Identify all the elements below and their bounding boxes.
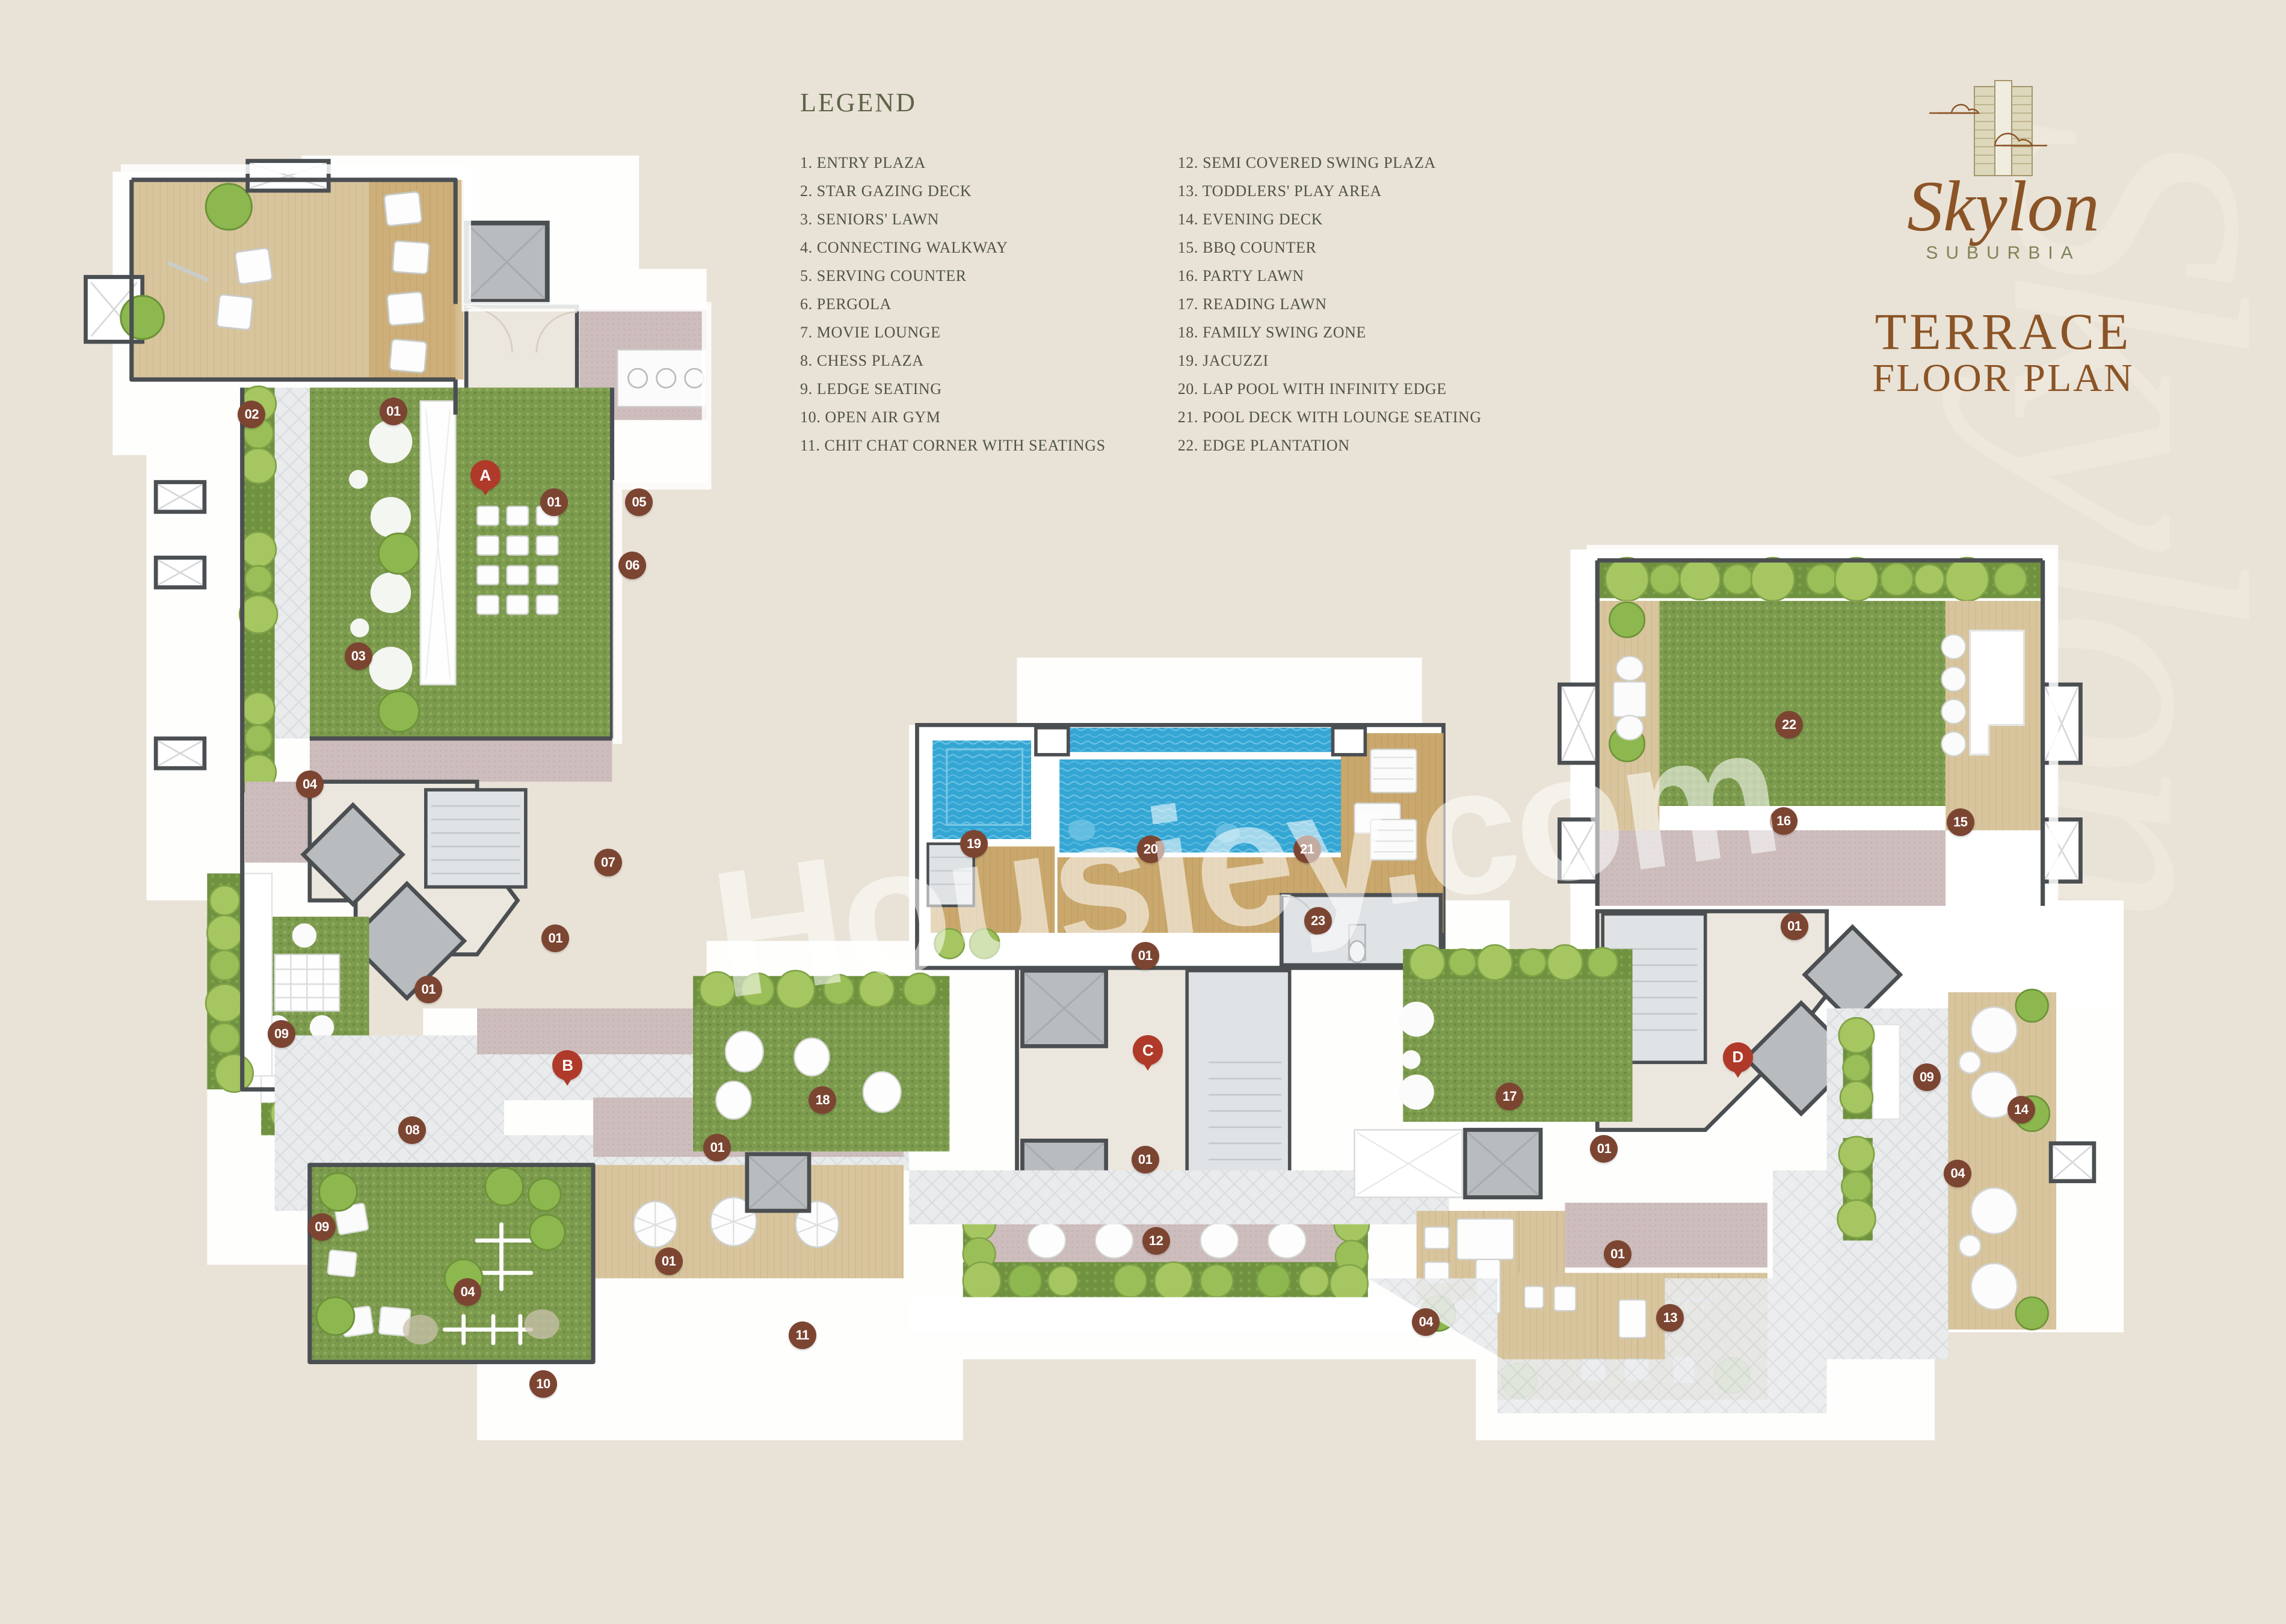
plan-title-line1: TERRACE xyxy=(1875,303,2132,360)
legend-title: LEGEND xyxy=(800,88,917,117)
plan-number-marker: 01 xyxy=(1131,942,1159,970)
legend-item: 14. EVENING DECK xyxy=(1177,211,1323,228)
legend-item: 19. JACUZZI xyxy=(1177,352,1269,369)
plan-number-marker: 16 xyxy=(1769,807,1798,835)
legend-item: 10. OPEN AIR GYM xyxy=(800,408,941,426)
legend-item: 1. ENTRY PLAZA xyxy=(800,154,926,171)
plan-number-marker: 01 xyxy=(541,924,570,952)
brand-subtitle: SUBURBIA xyxy=(1926,243,2081,263)
plan-number-marker: 22 xyxy=(1775,711,1803,739)
plan-number-marker: 19 xyxy=(960,829,988,858)
legend-item: 5. SERVING COUNTER xyxy=(800,267,967,285)
plan-number-marker: 09 xyxy=(308,1213,336,1241)
plan-number-marker: 01 xyxy=(379,398,407,426)
legend-item: 6. PERGOLA xyxy=(800,295,892,313)
plan-number-marker: 02 xyxy=(238,400,266,428)
legend-item: 17. READING LAWN xyxy=(1177,295,1327,313)
plan-number-marker: 01 xyxy=(414,976,443,1004)
plan-number-marker: 01 xyxy=(703,1133,732,1161)
plan-entrance-marker: A xyxy=(470,460,501,490)
plan-entrance-marker: D xyxy=(1722,1042,1753,1072)
plan-number-marker: 14 xyxy=(2007,1096,2035,1124)
plan-number-marker: 04 xyxy=(1412,1308,1440,1336)
legend-item: 15. BBQ COUNTER xyxy=(1177,239,1317,256)
legend-column-right: 12. SEMI COVERED SWING PLAZA 13. TODDLER… xyxy=(1178,154,1482,455)
legend-item: 16. PARTY LAWN xyxy=(1177,267,1304,285)
plan-number-marker: 07 xyxy=(594,849,622,877)
plan-number-marker: 01 xyxy=(540,488,568,516)
plan-number-marker: 01 xyxy=(1780,912,1808,940)
plan-number-marker: 09 xyxy=(1912,1063,1941,1092)
plan-number-marker: 04 xyxy=(295,770,324,799)
plan-number-marker: 01 xyxy=(1131,1146,1159,1174)
plan-entrance-marker: C xyxy=(1133,1035,1163,1066)
plan-number-marker: 12 xyxy=(1142,1226,1170,1255)
plan-number-marker: 04 xyxy=(1944,1159,1972,1187)
plan-entrance-marker: B xyxy=(552,1050,583,1081)
plan-number-marker: 20 xyxy=(1136,835,1165,863)
legend-item: 4. CONNECTING WALKWAY xyxy=(800,239,1008,256)
legend-item: 20. LAP POOL WITH INFINITY EDGE xyxy=(1177,380,1447,398)
plan-number-marker: 05 xyxy=(625,488,653,516)
plan-title-line2: FLOOR PLAN xyxy=(1872,356,2134,400)
legend-item: 7. MOVIE LOUNGE xyxy=(800,324,941,341)
legend-item: 8. CHESS PLAZA xyxy=(800,352,924,369)
plan-number-marker: 11 xyxy=(788,1321,816,1349)
legend-item: 21. POOL DECK WITH LOUNGE SEATING xyxy=(1177,408,1482,426)
plan-number-marker: 10 xyxy=(529,1370,557,1398)
plan-number-marker: 15 xyxy=(1946,808,1974,836)
legend-item: 18. FAMILY SWING ZONE xyxy=(1177,324,1366,341)
legend-item: 11. CHIT CHAT CORNER WITH SEATINGS xyxy=(800,437,1106,454)
legend-item: 13. TODDLERS' PLAY AREA xyxy=(1177,182,1382,200)
plan-number-marker: 01 xyxy=(1603,1240,1631,1269)
plan-number-marker: 23 xyxy=(1304,906,1332,935)
legend-item: 2. STAR GAZING DECK xyxy=(800,182,972,200)
plan-number-marker: 09 xyxy=(267,1020,295,1048)
plan-number-marker: 04 xyxy=(454,1278,482,1306)
plan-number-marker: 21 xyxy=(1293,835,1321,863)
legend: LEGEND 1. ENTRY PLAZA 2. STAR GAZING DEC… xyxy=(800,87,1618,455)
plan-svg xyxy=(84,155,2124,1441)
plan-number-marker: 03 xyxy=(344,642,372,670)
legend-column-left: 1. ENTRY PLAZA 2. STAR GAZING DECK 3. SE… xyxy=(800,154,1106,455)
legend-item: 22. EDGE PLANTATION xyxy=(1177,437,1350,454)
brand-wordmark: Skylon xyxy=(1907,166,2100,246)
tower-with-clouds-icon xyxy=(1925,78,2081,192)
legend-item: 9. LEDGE SEATING xyxy=(800,380,942,398)
plan-number-marker: 01 xyxy=(655,1247,683,1275)
legend-item: 12. SEMI COVERED SWING PLAZA xyxy=(1177,154,1436,171)
brand-block: Skylon SUBURBIA TERRACE FLOOR PLAN xyxy=(1841,78,2166,399)
plan-number-marker: 06 xyxy=(618,552,647,580)
plan-number-marker: 17 xyxy=(1496,1082,1524,1110)
plan-number-marker: 13 xyxy=(1656,1303,1684,1332)
plan-number-marker: 18 xyxy=(809,1086,837,1115)
legend-item: 3. SENIORS' LAWN xyxy=(800,211,940,228)
plan-number-marker: 08 xyxy=(398,1116,427,1144)
plan-number-marker: 01 xyxy=(1590,1135,1618,1163)
